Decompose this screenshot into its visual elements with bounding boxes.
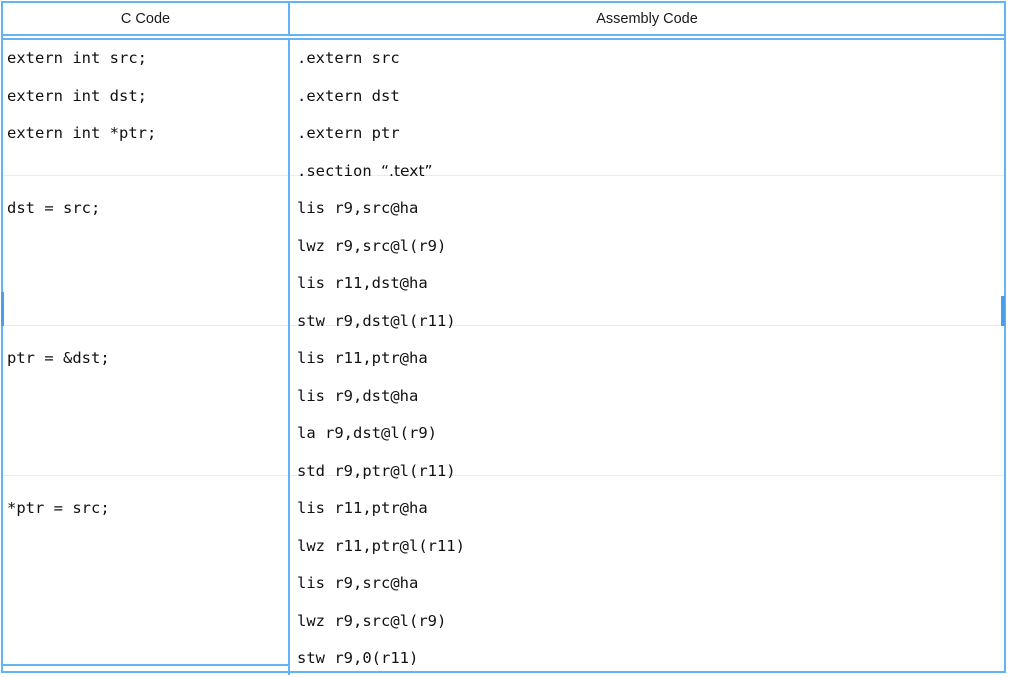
c-code-blank-line: [7, 303, 285, 341]
table-body-area: [1, 40, 1006, 673]
c-code-blank-line: [7, 528, 285, 566]
assembly-code-line: stw r9,dst@l(r11): [297, 311, 456, 330]
assembly-code-line: std r9,ptr@l(r11): [297, 461, 456, 480]
c-code-line: extern int dst;: [7, 86, 147, 105]
assembly-code-line: lis r9,dst@ha: [297, 386, 419, 405]
row-separator: [2, 475, 1005, 476]
header-underline: [1, 38, 1006, 40]
assembly-code-line: lis r11,ptr@ha: [297, 499, 428, 517]
right-edge-accent-tick: [1001, 296, 1005, 326]
assembly-code-line: .extern src: [297, 49, 400, 67]
assembly-code-line: stw r9,0(r11): [297, 649, 419, 667]
assembly-code-line: la r9,dst@l(r9): [297, 424, 437, 442]
left-edge-accent-tick: [1, 292, 4, 326]
assembly-code-line: lis r9,src@ha: [297, 574, 419, 592]
assembly-code-line: lis r9,src@ha: [297, 199, 419, 217]
table-header-row: C Code Assembly Code: [1, 1, 1006, 36]
c-code-line: dst = src;: [7, 199, 101, 217]
c-code-blank-line: [7, 603, 285, 641]
c-code-blank-line: [7, 378, 285, 416]
row-separator: [2, 325, 1005, 326]
c-code-line: ptr = &dst;: [7, 349, 110, 367]
assembly-code-line: lis r11,ptr@ha: [297, 349, 428, 367]
header-cell-c-code: C Code: [3, 3, 290, 34]
c-code-blank-line: [7, 453, 285, 491]
header-cell-assembly-code: Assembly Code: [596, 10, 698, 27]
c-code-line: extern int src;: [7, 49, 147, 67]
assembly-code-line: .section “.text”: [297, 161, 433, 180]
assembly-code-line: lwz r11,ptr@l(r11): [297, 536, 465, 555]
column-divider: [288, 40, 290, 675]
c-code-blank-line: [7, 565, 285, 603]
c-code-blank-line: [7, 265, 285, 303]
c-code-blank-line: [7, 640, 285, 678]
c-code-line: *ptr = src;: [7, 499, 110, 517]
assembly-code-column: .extern src .extern dst .extern ptr .sectio…: [297, 40, 997, 678]
assembly-quoted-string: “.text”: [381, 161, 433, 180]
left-column-bottom-border: [1, 664, 289, 666]
c-code-blank-line: [7, 153, 285, 191]
assembly-code-line: lwz r9,src@l(r9): [297, 236, 447, 255]
c-code-column: extern int src; extern int dst; extern int…: [7, 40, 285, 678]
assembly-code-line: .extern ptr: [297, 124, 400, 142]
row-separator: [2, 175, 1005, 176]
c-code-blank-line: [7, 228, 285, 266]
assembly-code-line: .extern dst: [297, 86, 400, 105]
c-code-blank-line: [7, 415, 285, 453]
assembly-code-line: lwz r9,src@l(r9): [297, 611, 447, 630]
c-code-line: extern int *ptr;: [7, 124, 157, 142]
assembly-code-line: lis r11,dst@ha: [297, 274, 428, 292]
